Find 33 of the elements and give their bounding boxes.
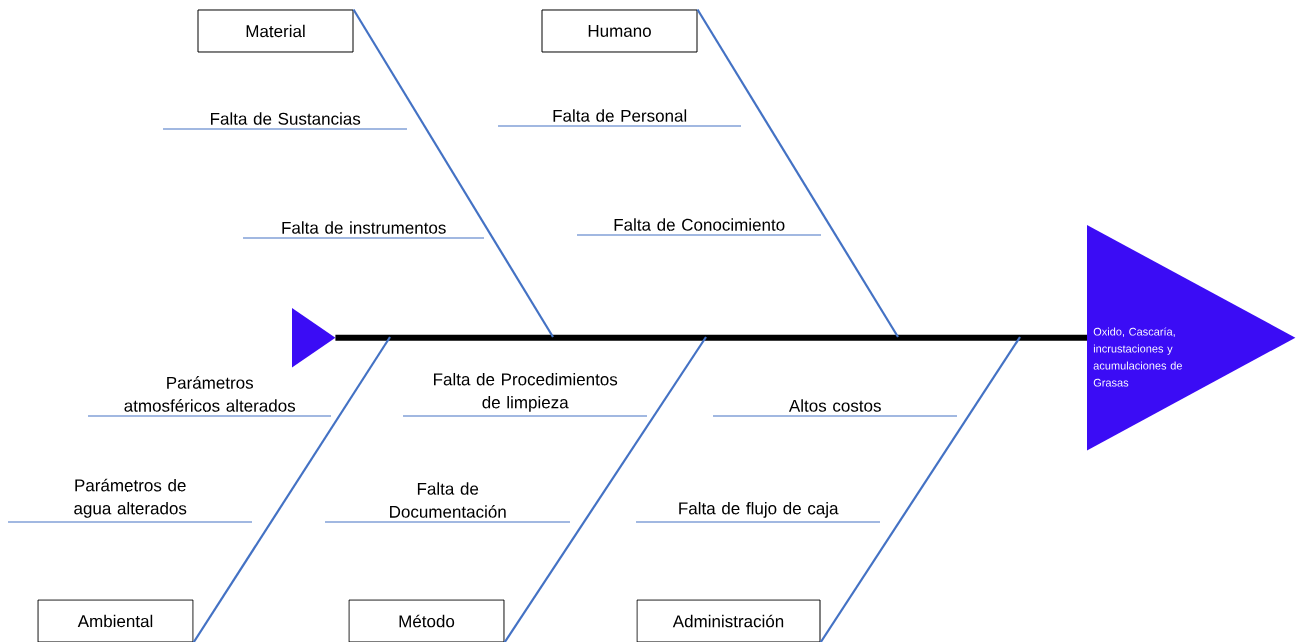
leader-line xyxy=(576,234,822,236)
cause-text: Parámetros atmosféricos alterados xyxy=(124,376,296,412)
bone-line xyxy=(352,8,554,338)
leader-line xyxy=(162,128,408,130)
bone-line xyxy=(192,336,391,642)
cause-text: Falta de flujo de caja xyxy=(679,501,839,518)
leader-line xyxy=(635,521,881,523)
category-box: Ambiental xyxy=(37,599,194,642)
leader-line xyxy=(87,415,332,417)
leader-line xyxy=(497,125,742,127)
cause-text: Falta de Personal xyxy=(553,109,687,122)
bone-line xyxy=(819,336,1021,642)
cause-text: Falta de instrumentos xyxy=(282,221,446,234)
tail-triangle xyxy=(292,308,336,368)
leader-line xyxy=(712,415,958,417)
leader-line xyxy=(7,521,253,523)
category-box: Método xyxy=(348,599,505,642)
cause-text: Falta de Sustancias xyxy=(211,112,361,125)
leader-line xyxy=(324,521,571,523)
spine-line xyxy=(335,334,1087,341)
category-box: Material xyxy=(197,9,354,53)
leader-line xyxy=(242,237,485,239)
cause-text: Altos costos xyxy=(788,399,881,412)
cause-text: Parámetros de agua alterados xyxy=(74,478,187,518)
leader-line xyxy=(402,415,648,417)
category-box: Humano xyxy=(541,9,698,53)
bone-line xyxy=(503,336,707,642)
bone-line xyxy=(696,8,899,338)
cause-text: Falta de Conocimiento xyxy=(614,218,785,231)
cause-text: Falta de Procedimientos de limpieza xyxy=(434,372,618,412)
cause-text: Falta de Documentación xyxy=(390,482,506,518)
effect-triangle: Oxido, Cascaría, incrustaciones y acumulaciones de Grasas xyxy=(1087,225,1296,451)
category-box: Administración xyxy=(636,599,821,642)
